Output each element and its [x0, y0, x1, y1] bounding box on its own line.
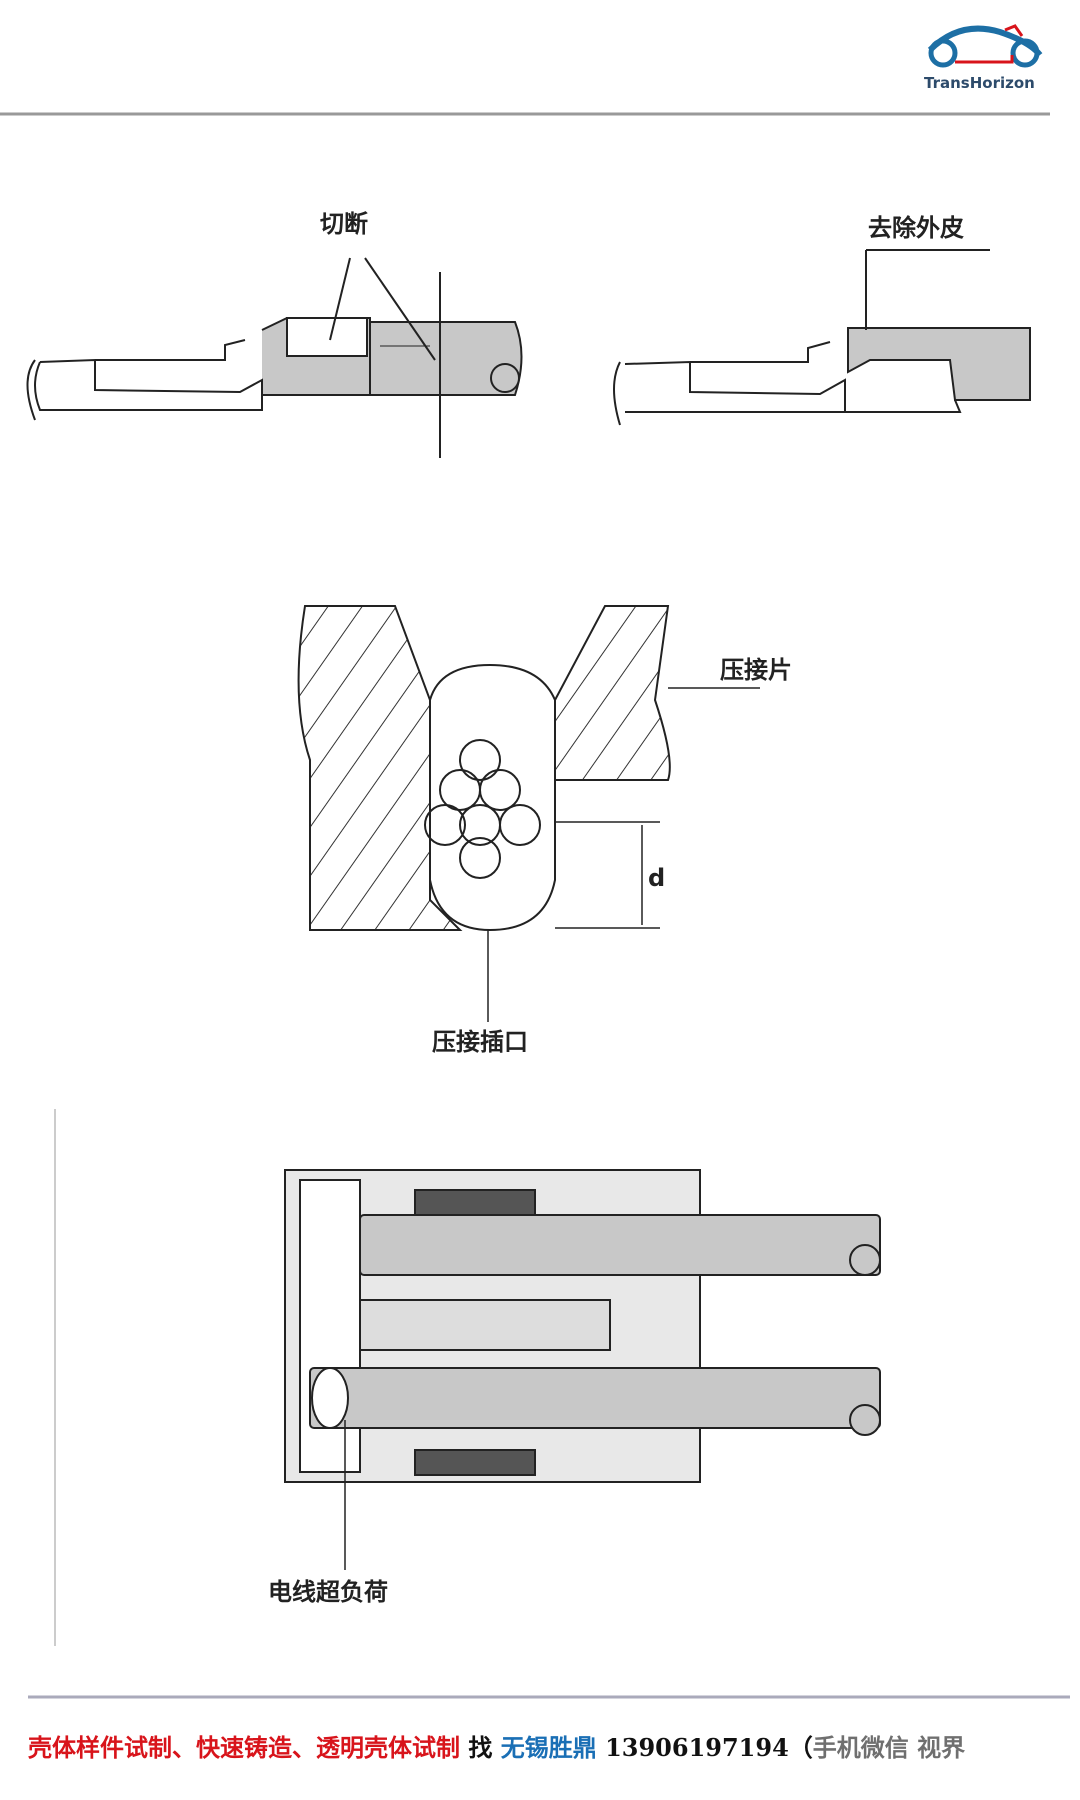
transhorizon-logo: [927, 24, 1043, 68]
label-d: d: [648, 864, 665, 892]
label-crimp-slot: 压接插口: [432, 1028, 528, 1056]
overload-diagram: [54, 1109, 881, 1646]
ad-services: 壳体样件试制、快速铸造、透明壳体试制: [28, 1733, 460, 1762]
label-overload: 电线超负荷: [268, 1578, 388, 1606]
ad-company: 无锡胜鼎: [500, 1733, 597, 1762]
label-strip: 去除外皮: [868, 214, 964, 242]
ad-find: 找: [468, 1733, 493, 1762]
cut-diagram: [26, 257, 523, 458]
label-cut: 切断: [320, 210, 368, 238]
watermark: 手机微信 视界: [812, 1733, 966, 1762]
ad-phone: 13906197194（: [605, 1733, 813, 1762]
label-crimp-plate: 压接片: [720, 656, 792, 684]
footer-ad: 壳体样件试制、快速铸造、透明壳体试制 找 无锡胜鼎 13906197194（手机…: [28, 1728, 965, 1763]
crimp-diagram: [297, 605, 760, 1022]
logo-text: TransHorizon: [924, 74, 1035, 92]
strip-diagram: [613, 249, 1031, 426]
